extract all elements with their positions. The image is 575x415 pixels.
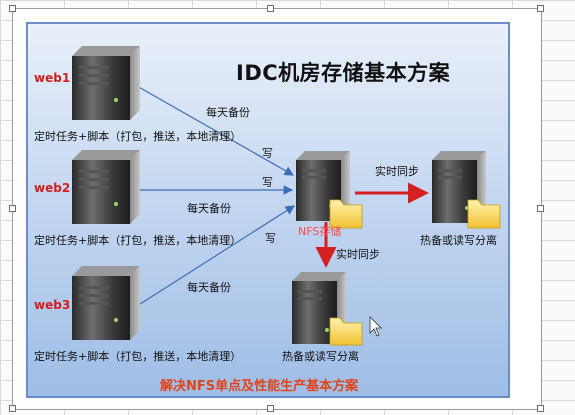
web1-server-icon (72, 46, 140, 120)
resize-handle[interactable] (9, 405, 16, 412)
backup-right-label: 热备或读写分离 (420, 234, 497, 247)
resize-handle[interactable] (267, 405, 274, 412)
backup-server-bottom-icon (292, 272, 346, 344)
backup-right-folder-icon (467, 199, 501, 229)
web2-task-text: 定时任务+脚本（打包，推送，本地清理） (34, 234, 242, 247)
resize-handle[interactable] (537, 5, 544, 12)
edge-label-write-3: 写 (265, 232, 276, 245)
web1-task-text: 定时任务+脚本（打包，推送，本地清理） (34, 130, 242, 143)
web2-label: web2 (34, 181, 71, 195)
edge-label-write-2: 写 (262, 176, 273, 189)
web3-label: web3 (34, 298, 71, 312)
web3-server-icon (72, 266, 140, 340)
backup-bottom-label: 热备或读写分离 (282, 350, 359, 363)
backup-bottom-folder-icon (329, 317, 363, 346)
resize-handle[interactable] (267, 5, 274, 12)
edge-web1-nfs (136, 85, 295, 176)
web2-server-icon (72, 150, 140, 224)
edge-label-daily-backup-2: 每天备份 (187, 202, 231, 215)
edge-label-realtime-sync-down: 实时同步 (336, 248, 380, 261)
web3-task-text: 定时任务+脚本（打包，推送，本地清理） (34, 350, 242, 363)
diagram-footer: 解决NFS单点及性能生产基本方案 (160, 379, 359, 394)
edge-label-write-1: 写 (262, 147, 273, 160)
resize-handle[interactable] (537, 405, 544, 412)
resize-handle[interactable] (9, 205, 16, 212)
web1-label: web1 (34, 71, 71, 85)
nfs-storage-label: NFS存储 (298, 225, 342, 238)
mouse-cursor-icon (369, 316, 382, 337)
edge-label-realtime-sync-right: 实时同步 (375, 165, 419, 178)
edge-label-daily-backup-1: 每天备份 (206, 106, 250, 119)
edge-web3-nfs (136, 205, 296, 307)
diagram-title: IDC机房存储基本方案 (236, 61, 451, 85)
resize-handle[interactable] (9, 5, 16, 12)
edge-label-daily-backup-3: 每天备份 (187, 281, 231, 294)
resize-handle[interactable] (537, 205, 544, 212)
nfs-folder-icon (329, 199, 363, 229)
